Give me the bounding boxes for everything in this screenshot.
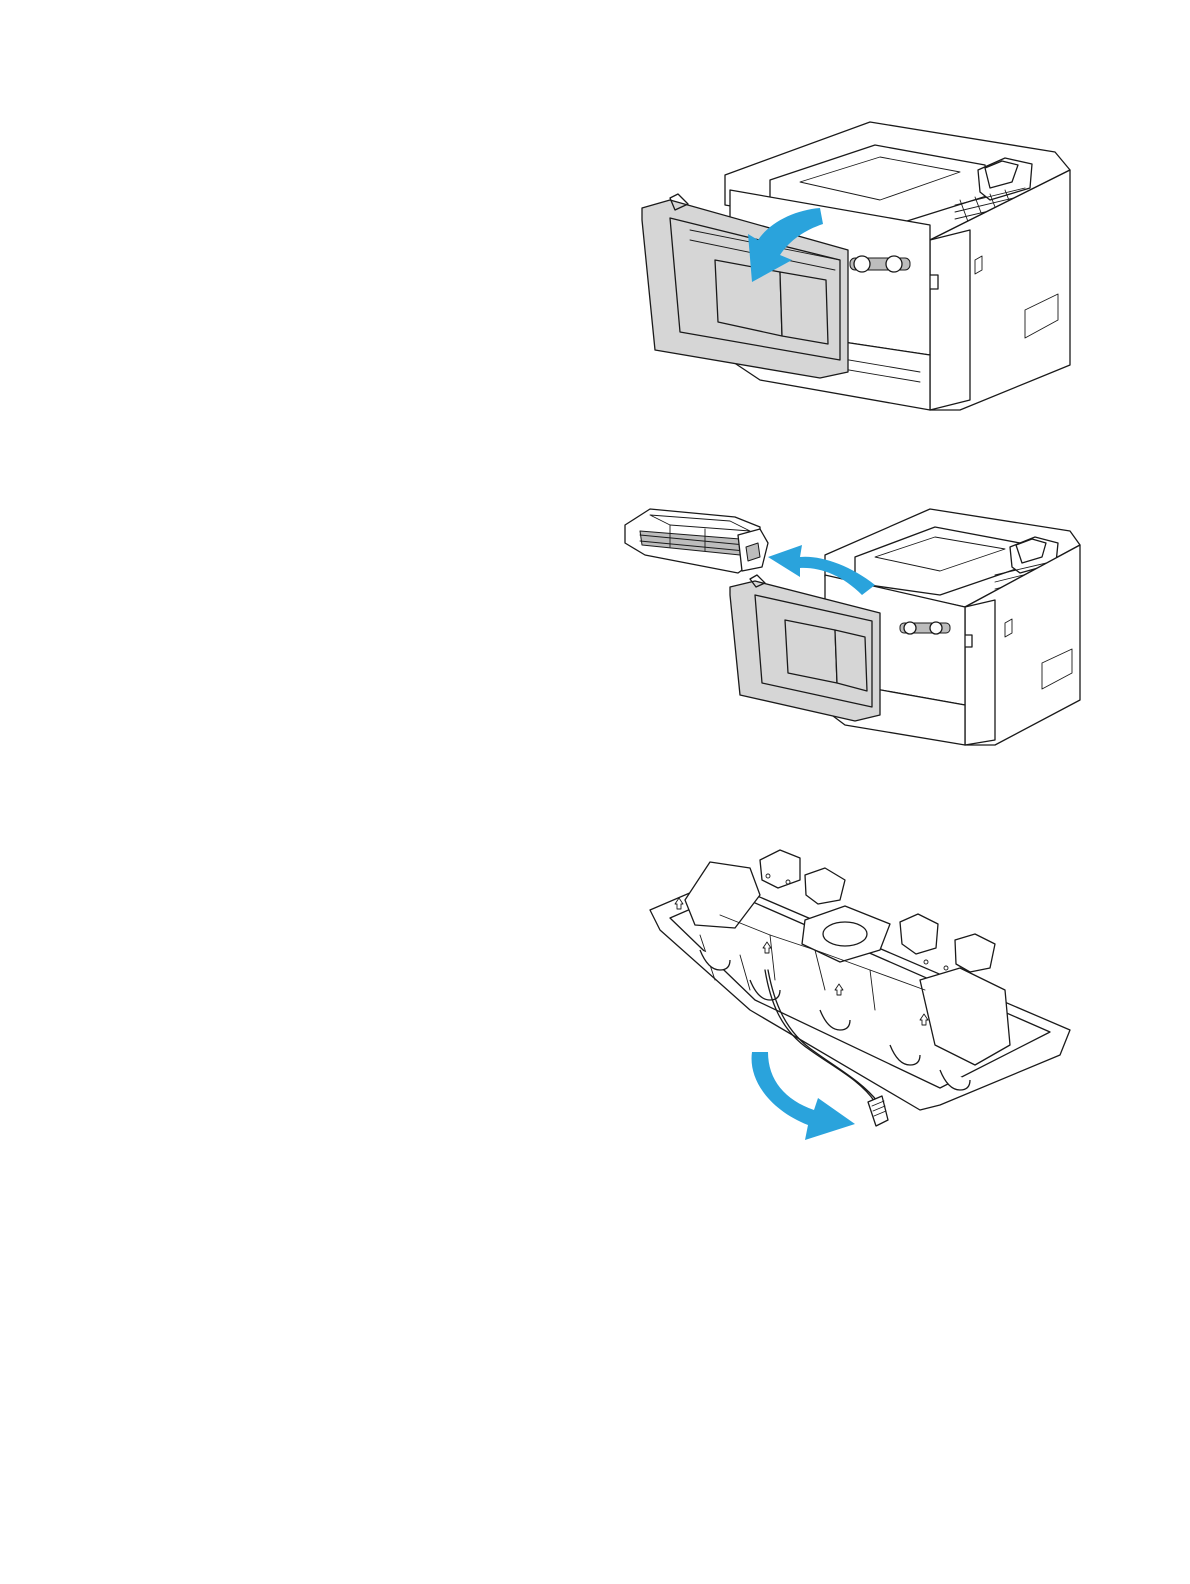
pull-direction-arrow: [752, 1052, 855, 1140]
printer-front-right: [965, 600, 995, 745]
molded-post: [760, 850, 800, 888]
door-panel: [785, 620, 837, 683]
printer-front-right: [930, 230, 970, 410]
printer-front-door-open-icon: [630, 110, 1110, 420]
toner-cartridge-removal-icon: [610, 495, 1100, 760]
toner-cartridge: [625, 509, 768, 573]
packaging-tray-pull-tab-icon: [640, 840, 1080, 1150]
